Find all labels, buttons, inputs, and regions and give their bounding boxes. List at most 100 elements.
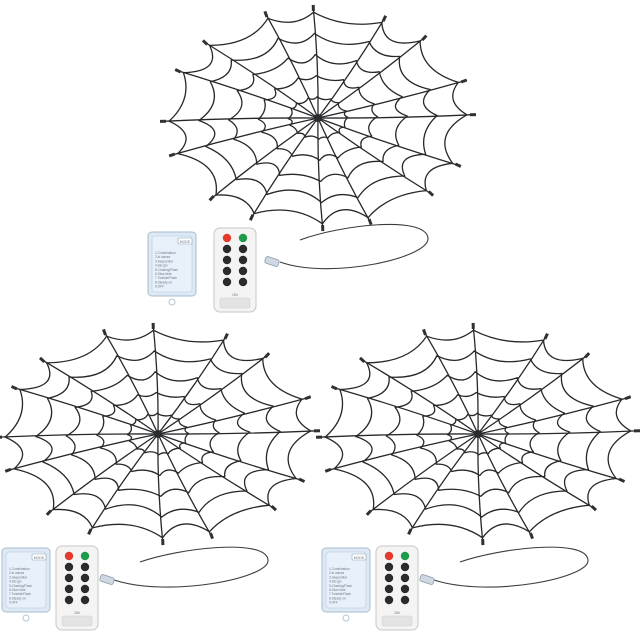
remote-control: ON (375, 545, 419, 631)
web-ring (385, 371, 571, 497)
web-spoke (13, 387, 159, 435)
web-ring (4, 329, 312, 539)
web-spoke (103, 331, 159, 435)
mode-list-item: 2.In waves (9, 571, 25, 575)
web-center (474, 430, 482, 438)
web-spoke (472, 325, 479, 435)
led-bulb (633, 429, 640, 433)
mode-list-item: 2.In waves (155, 255, 171, 259)
led-bulb (313, 429, 321, 433)
web-ring (355, 350, 601, 518)
mode-list-item: 3.Sequential (329, 575, 347, 579)
remote-label: ON (74, 611, 80, 615)
led-bulb (367, 218, 373, 226)
web-spoke (152, 325, 159, 435)
led-bulb (45, 509, 53, 516)
mode-list-item: 6.Slow fade (329, 588, 346, 592)
web-spoke (312, 7, 319, 119)
web-spoke (162, 117, 319, 122)
web-spoke (177, 70, 319, 119)
led-bulb (381, 15, 388, 22)
web-ring (126, 412, 190, 456)
web-spoke (265, 13, 319, 119)
led-bulb (201, 39, 209, 46)
spider-web (159, 4, 477, 232)
led-bulb (481, 539, 485, 546)
led-bulb (460, 78, 468, 84)
led-bulb (159, 119, 167, 123)
led-bulb (10, 385, 18, 391)
remote-button (400, 551, 410, 561)
remote-button (222, 233, 232, 243)
led-bulb (358, 356, 366, 364)
web-spoke (7, 433, 159, 471)
web-spoke (0, 433, 159, 438)
remote-button (64, 584, 74, 594)
mode-list-item: 7.Twinkle/Flash (155, 276, 177, 280)
mode-list-item: 9.OFF (9, 601, 18, 605)
power-cable (279, 223, 429, 270)
mode-list-item: 5.Chasing/Flash (9, 584, 32, 588)
web-spoke (477, 397, 629, 435)
remote-button (222, 255, 232, 265)
web-ring (324, 329, 632, 539)
remote-button (80, 573, 90, 583)
led-bulb (543, 332, 549, 340)
led-bulb (304, 395, 312, 401)
mode-list-item: 4.Slo-glo (155, 264, 168, 268)
web-spoke (327, 433, 479, 471)
web-spoke (317, 117, 324, 229)
web-spoke (157, 433, 164, 543)
mode-button-label: MODE (34, 556, 45, 560)
web-ring (287, 96, 349, 140)
power-cable (113, 546, 269, 588)
web-spoke (157, 397, 309, 435)
web-spoke (477, 335, 547, 435)
usb-plug (419, 574, 435, 585)
mode-list-item: 7.Twinkle/Flash (9, 592, 31, 596)
web-spoke (157, 335, 227, 435)
remote-button (400, 573, 410, 583)
power-cable (433, 546, 589, 588)
remote-button (384, 584, 394, 594)
web-ring (35, 350, 281, 518)
remote-control: ON (55, 545, 99, 631)
web-spoke (333, 387, 479, 435)
web-ring (228, 53, 408, 183)
web-spoke (48, 433, 159, 514)
remote-button (384, 562, 394, 572)
web-spoke (204, 41, 319, 119)
web-ring (65, 371, 251, 497)
web-spoke (157, 433, 275, 509)
spider-web (315, 322, 640, 546)
led-bulb (168, 152, 176, 158)
mode-list-item: 3.Sequential (9, 575, 27, 579)
led-bulb (422, 328, 427, 336)
mode-button-label: MODE (180, 240, 191, 244)
led-bulb (298, 477, 306, 483)
led-bulb (315, 435, 323, 439)
led-bulb (38, 356, 46, 364)
remote-button (400, 595, 410, 605)
web-spoke (318, 433, 479, 438)
led-bulb (208, 194, 215, 202)
web-spoke (423, 331, 479, 435)
remote-button (400, 562, 410, 572)
web-spoke (41, 359, 159, 435)
led-bulb (583, 352, 591, 359)
led-bulb (151, 322, 155, 329)
remote-button (384, 573, 394, 583)
led-bulb (174, 68, 182, 74)
remote-button (64, 573, 74, 583)
mode-list-item: 9.OFF (155, 285, 164, 289)
mode-button (31, 553, 47, 561)
spider-web (0, 322, 321, 546)
remote-button (238, 266, 248, 276)
web-spoke (211, 117, 319, 199)
web-spoke (477, 433, 484, 543)
web-spoke (250, 117, 319, 219)
web-spoke (361, 359, 479, 435)
remote-button (222, 266, 232, 276)
